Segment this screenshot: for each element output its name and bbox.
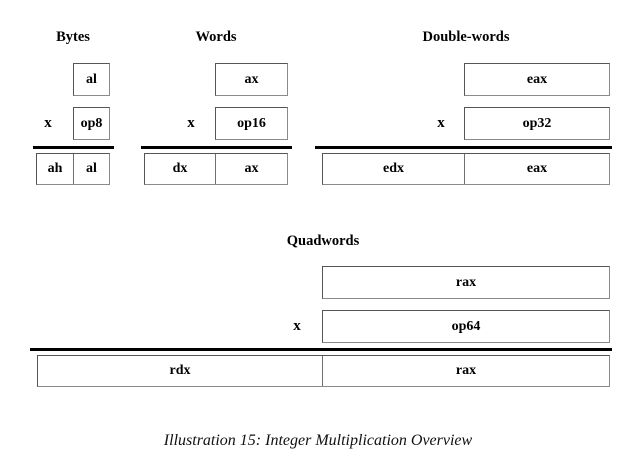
doubleword-result-low-cell: eax: [464, 154, 609, 184]
word-multiplicand-label: ax: [244, 71, 259, 87]
doubleword-multiplicand-box: eax: [464, 63, 610, 96]
figure-caption: Illustration 15: Integer Multiplication …: [163, 432, 473, 449]
byte-result-low-label: al: [86, 161, 97, 176]
byte-result-low-cell: al: [72, 154, 109, 184]
quadword-result-rule: [30, 348, 612, 351]
word-result-low-label: ax: [244, 161, 259, 176]
byte-multiplicand-label: al: [86, 71, 97, 87]
quadword-operand-label: op64: [451, 318, 481, 334]
quadword-result-low-label: rax: [455, 363, 477, 378]
word-operand-box: op16: [215, 107, 288, 140]
quadword-result-row: rdx rax: [37, 355, 610, 387]
doubleword-result-low-label: eax: [526, 161, 548, 176]
byte-multiply-operator: x: [44, 115, 52, 131]
quadword-result-high-label: rdx: [169, 363, 191, 378]
doubleword-result-row: edx eax: [322, 153, 610, 185]
doubleword-result-high-label: edx: [383, 161, 404, 176]
quadword-multiplicand-label: rax: [455, 274, 477, 290]
word-multiplicand-box: ax: [215, 63, 288, 96]
word-multiply-operator: x: [187, 115, 195, 131]
word-result-low-cell: ax: [215, 154, 287, 184]
doubleword-result-high-cell: edx: [323, 154, 464, 184]
byte-result-row: ah al: [36, 153, 110, 185]
word-operand-label: op16: [237, 115, 266, 131]
word-result-high-cell: dx: [145, 154, 215, 184]
doubleword-multiplicand-label: eax: [526, 71, 548, 87]
word-result-rule: [141, 146, 292, 149]
group-title-quadwords: Quadwords: [286, 233, 360, 249]
byte-result-high-cell: ah: [37, 154, 73, 184]
group-title-words: Words: [195, 29, 237, 45]
doubleword-operand-box: op32: [464, 107, 610, 140]
doubleword-operand-label: op32: [522, 115, 552, 131]
byte-result-high-label: ah: [47, 161, 63, 176]
quadword-result-low-cell: rax: [322, 356, 609, 386]
quadword-operand-box: op64: [322, 310, 610, 343]
doubleword-multiply-operator: x: [437, 115, 445, 131]
byte-operand-label: op8: [80, 115, 103, 131]
byte-multiplicand-box: al: [73, 63, 110, 96]
group-title-doublewords: Double-words: [422, 29, 510, 45]
doubleword-result-rule: [315, 146, 612, 149]
word-result-row: dx ax: [144, 153, 288, 185]
quadword-multiply-operator: x: [293, 318, 301, 334]
byte-operand-box: op8: [73, 107, 110, 140]
group-title-bytes: Bytes: [56, 29, 90, 45]
quadword-result-high-cell: rdx: [38, 356, 322, 386]
word-result-high-label: dx: [172, 161, 188, 176]
byte-result-rule: [33, 146, 114, 149]
quadword-multiplicand-box: rax: [322, 266, 610, 299]
